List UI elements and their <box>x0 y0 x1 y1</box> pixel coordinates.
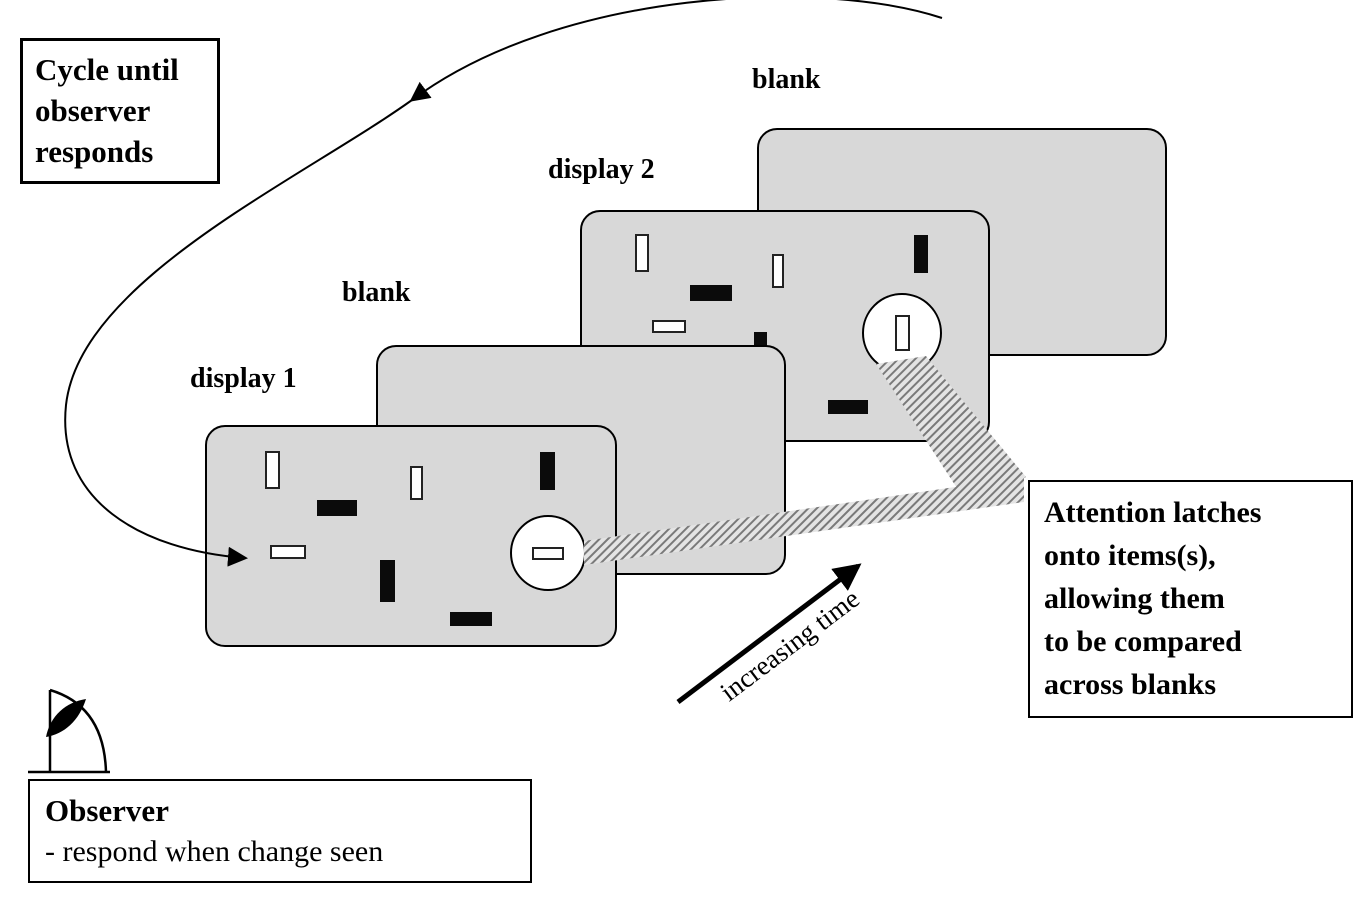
attention-box-line-4: to be compared <box>1044 624 1242 658</box>
attention-box-line-2: onto items(s), <box>1044 538 1216 572</box>
attention-annotation-box: Attention latches onto items(s), allowin… <box>1028 480 1353 719</box>
black-vertical-bar <box>380 560 395 602</box>
attention-box-line-5: across blanks <box>1044 667 1217 701</box>
white-vertical-bar <box>410 466 423 500</box>
attention-box-line-3: allowing them <box>1044 581 1225 615</box>
attention-spotlight <box>510 515 586 591</box>
observer-note: - respond when change seen <box>45 834 384 868</box>
spotlight-item-horizontal-bar <box>532 546 564 560</box>
observer-box: Observer - respond when change seen <box>28 779 532 884</box>
label-blank-top: blank <box>752 64 821 95</box>
label-display-2: display 2 <box>548 154 655 185</box>
white-vertical-bar <box>635 234 649 272</box>
display-1 <box>205 425 617 647</box>
white-horizontal-bar <box>270 545 306 559</box>
black-vertical-bar <box>914 235 928 273</box>
black-vertical-bar <box>540 452 555 490</box>
cycle-box-line-2: observer <box>35 93 151 129</box>
black-horizontal-bar <box>317 500 357 516</box>
black-horizontal-bar <box>690 285 732 301</box>
cycle-box-line-1: Cycle until <box>35 52 179 87</box>
spotlight-item-vertical-bar <box>894 315 910 351</box>
black-horizontal-bar <box>828 400 868 414</box>
attention-spotlight <box>862 293 942 373</box>
cycle-instruction-box: Cycle until observer responds <box>20 38 220 184</box>
white-vertical-bar <box>772 254 784 288</box>
cycle-box-line-3: responds <box>35 134 154 170</box>
label-blank-mid: blank <box>342 277 411 308</box>
black-horizontal-bar <box>450 612 492 626</box>
label-display-1: display 1 <box>190 363 297 394</box>
white-horizontal-bar <box>652 320 686 333</box>
white-vertical-bar <box>265 451 280 489</box>
attention-box-line-1: Attention latches <box>1044 496 1262 529</box>
observer-title: Observer <box>45 793 169 828</box>
